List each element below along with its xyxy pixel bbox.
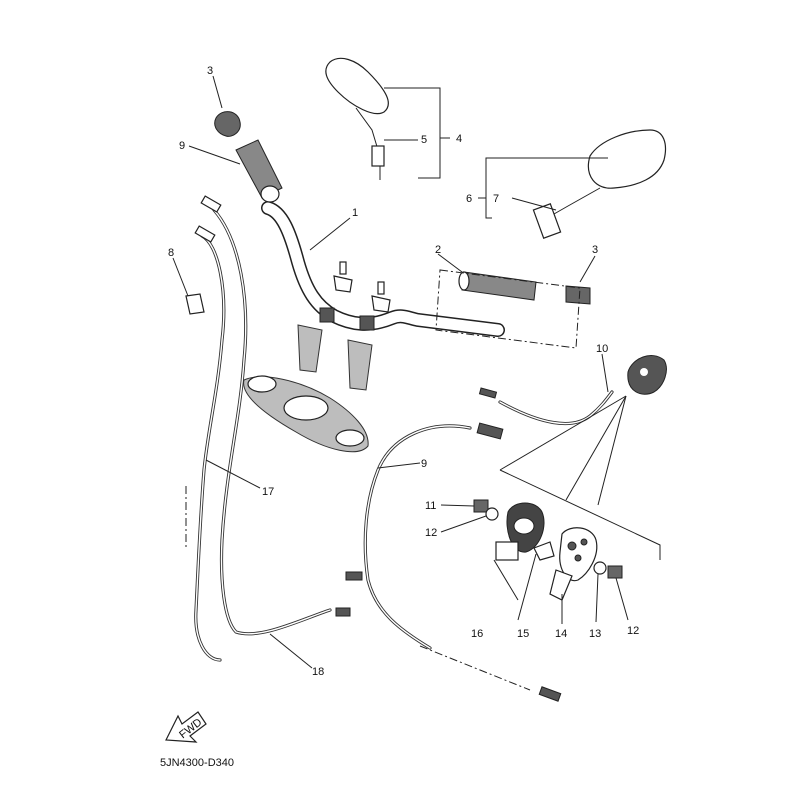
right-grip: [458, 271, 537, 301]
washer-13-left: [485, 507, 499, 521]
screw-12-right: [607, 565, 623, 579]
grip-end-right: [565, 285, 591, 305]
callout-17: 17: [262, 486, 274, 498]
callout-2: 2: [435, 244, 441, 256]
handlebar: [261, 201, 505, 337]
callout-15: 15: [517, 628, 529, 640]
callout-10: 9: [421, 458, 427, 470]
left-grip: [235, 139, 283, 203]
cable-11: [498, 390, 614, 426]
callout-4: 4: [456, 133, 462, 145]
switch-housing: [627, 355, 667, 395]
callout-9: 8: [168, 247, 174, 259]
throttle-housing: [495, 502, 545, 561]
callout-3-left: 3: [207, 65, 213, 77]
callout-7: 7: [493, 193, 499, 205]
upper-bracket: [243, 375, 369, 453]
callout-14: 14: [555, 628, 567, 640]
spring: [533, 541, 555, 561]
callout-16: 16: [471, 628, 483, 640]
callout-12-right: 12: [627, 625, 639, 637]
cable-10: [363, 424, 472, 650]
callout-11: 10: [596, 343, 608, 355]
throttle-cable-18: [212, 208, 332, 636]
cable-clamp: [185, 293, 205, 315]
screw-12-left: [473, 499, 489, 513]
callout-6: 6: [466, 193, 472, 205]
callout-8: 9: [179, 140, 185, 152]
callout-13-left: 12: [425, 527, 437, 539]
callout-3-right: 3: [592, 244, 598, 256]
callout-18: 18: [312, 666, 324, 678]
callout-1: 1: [352, 207, 358, 219]
callout-5: 5: [421, 134, 427, 146]
washer-13-right: [593, 561, 607, 575]
callout-13-right: 13: [589, 628, 601, 640]
mirror-right: [532, 129, 667, 239]
handlebar-holder: [297, 261, 391, 391]
throttle-cable-17: [194, 234, 226, 662]
throttle-pulley: [549, 527, 598, 601]
grip-end-left: [214, 111, 241, 137]
callout-12-left: 11: [425, 500, 436, 512]
fwd-arrow: FWD: [165, 711, 207, 743]
mirror-left: [325, 57, 389, 180]
diagram-code: 5JN4300-D340: [160, 757, 234, 769]
